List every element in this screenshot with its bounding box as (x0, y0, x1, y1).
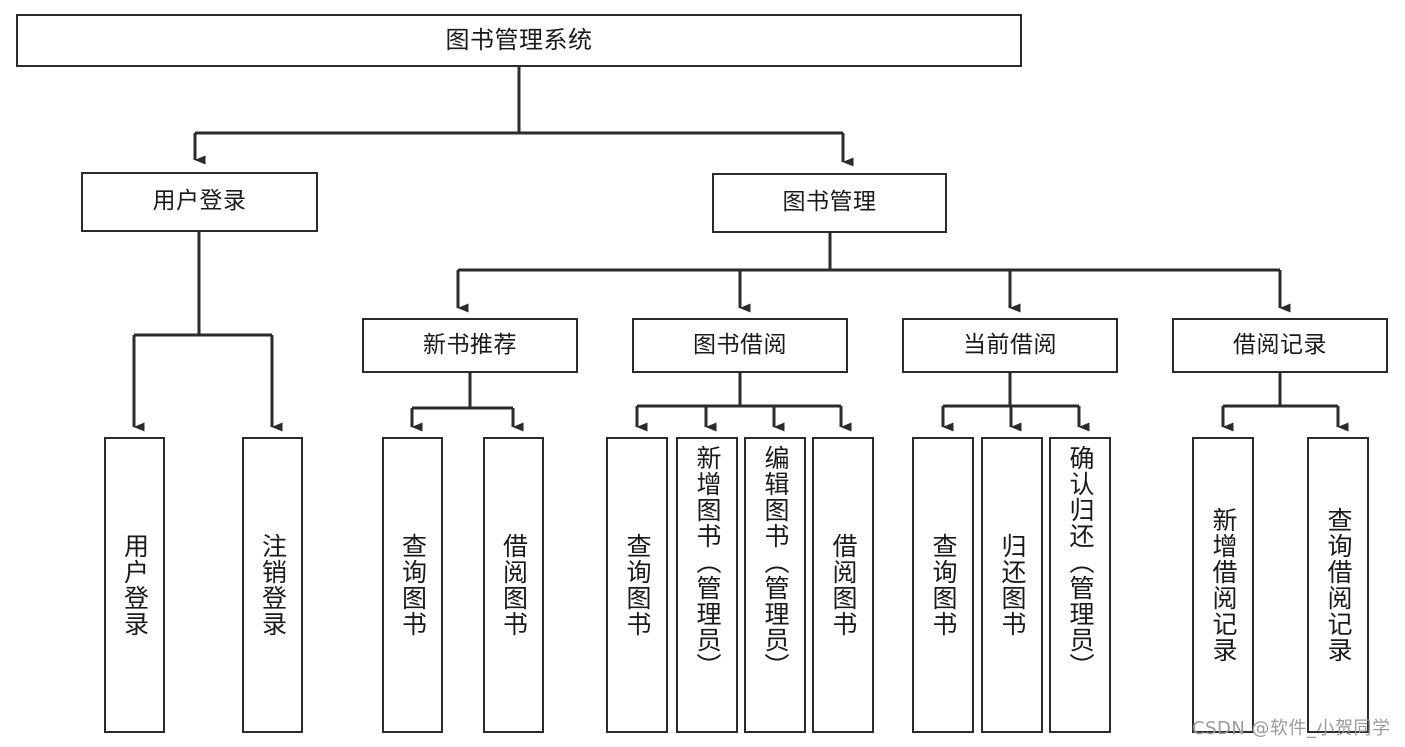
node-leaf-edit-book-admin[interactable]: 编辑图书（管理员） (744, 437, 806, 733)
node-book-management[interactable]: 图书管理 (712, 173, 947, 233)
node-new-book-recommend[interactable]: 新书推荐 (362, 318, 578, 373)
node-current-borrow[interactable]: 当前借阅 (902, 318, 1118, 373)
node-label: 图书借阅 (693, 331, 787, 358)
node-leaf-query-borrow-record[interactable]: 查询借阅记录 (1307, 437, 1369, 733)
node-label: 借阅图书 (829, 533, 858, 637)
node-leaf-borrow-query-book[interactable]: 查询图书 (606, 437, 668, 733)
node-root-system[interactable]: 图书管理系统 (16, 14, 1022, 67)
csdn-watermark: CSDN @软件_小贺同学 (1192, 718, 1391, 739)
node-label: 借阅图书 (499, 533, 529, 637)
node-label: 编辑图书（管理员） (761, 445, 790, 679)
node-leaf-confirm-return-admin[interactable]: 确认归还（管理员） (1049, 437, 1111, 733)
node-label: 确认归还（管理员） (1066, 445, 1095, 679)
node-leaf-return-book[interactable]: 归还图书 (981, 437, 1043, 733)
node-book-borrow[interactable]: 图书借阅 (632, 318, 848, 373)
node-label: 查询图书 (623, 533, 652, 637)
node-leaf-current-query-book[interactable]: 查询图书 (912, 437, 974, 733)
node-leaf-add-borrow-record[interactable]: 新增借阅记录 (1192, 437, 1254, 733)
node-label: 归还图书 (998, 533, 1027, 637)
node-label: 新增借阅记录 (1209, 507, 1238, 663)
node-leaf-add-book-admin[interactable]: 新增图书（管理员） (676, 437, 738, 733)
node-leaf-user-login[interactable]: 用户登录 (104, 437, 165, 733)
node-label: 查询借阅记录 (1324, 507, 1353, 663)
node-label: 查询图书 (398, 533, 428, 637)
node-leaf-borrow-book[interactable]: 借阅图书 (812, 437, 874, 733)
node-label: 用户登录 (152, 188, 247, 215)
node-user-login[interactable]: 用户登录 (81, 172, 318, 232)
node-leaf-new-book-query[interactable]: 查询图书 (382, 437, 443, 733)
node-label: 图书管理系统 (445, 26, 593, 55)
node-label: 用户登录 (120, 533, 150, 637)
node-label: 当前借阅 (963, 331, 1057, 358)
node-label: 查询图书 (929, 533, 958, 637)
node-leaf-logout[interactable]: 注销登录 (242, 437, 303, 733)
node-label: 新书推荐 (423, 331, 517, 358)
node-label: 图书管理 (782, 189, 877, 216)
node-label: 注销登录 (258, 533, 288, 637)
node-label: 新增图书（管理员） (693, 445, 722, 679)
node-leaf-new-book-borrow[interactable]: 借阅图书 (483, 437, 544, 733)
node-label: 借阅记录 (1233, 331, 1327, 358)
node-borrow-record[interactable]: 借阅记录 (1172, 318, 1388, 373)
